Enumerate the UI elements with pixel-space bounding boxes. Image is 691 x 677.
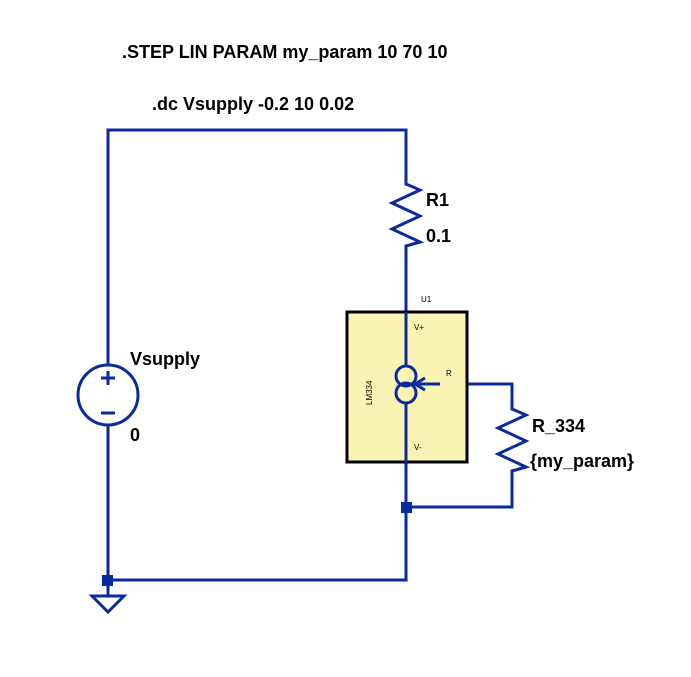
- pin-vminus-label: V-: [414, 443, 422, 452]
- current-source-icon: [394, 312, 440, 463]
- vsupply-name: Vsupply: [130, 349, 200, 369]
- r1-name: R1: [426, 190, 449, 210]
- dc-directive[interactable]: .dc Vsupply -0.2 10 0.02: [152, 94, 354, 114]
- step-directive[interactable]: .STEP LIN PARAM my_param 10 70 10: [122, 42, 447, 62]
- pin-r-label: R: [446, 369, 452, 378]
- u1-name: U1: [421, 295, 432, 304]
- ground-icon[interactable]: [88, 594, 128, 615]
- resistor-icon[interactable]: [388, 182, 425, 248]
- resistor-icon[interactable]: [494, 407, 531, 473]
- wire-top[interactable]: [106, 128, 408, 367]
- vsupply-value: 0: [130, 425, 140, 445]
- r1-value: 0.1: [426, 226, 451, 246]
- r334-name: R_334: [532, 416, 585, 436]
- wire-bottom[interactable]: [106, 461, 408, 582]
- pin-vplus-label: V+: [414, 323, 424, 332]
- junction-dot: [401, 502, 412, 513]
- junction-dot: [102, 575, 113, 586]
- wire-r334-bottom[interactable]: [404, 469, 514, 509]
- voltage-source-icon[interactable]: [76, 363, 140, 427]
- lm334-part-label: LM334: [365, 380, 374, 405]
- r334-value: {my_param}: [530, 451, 634, 471]
